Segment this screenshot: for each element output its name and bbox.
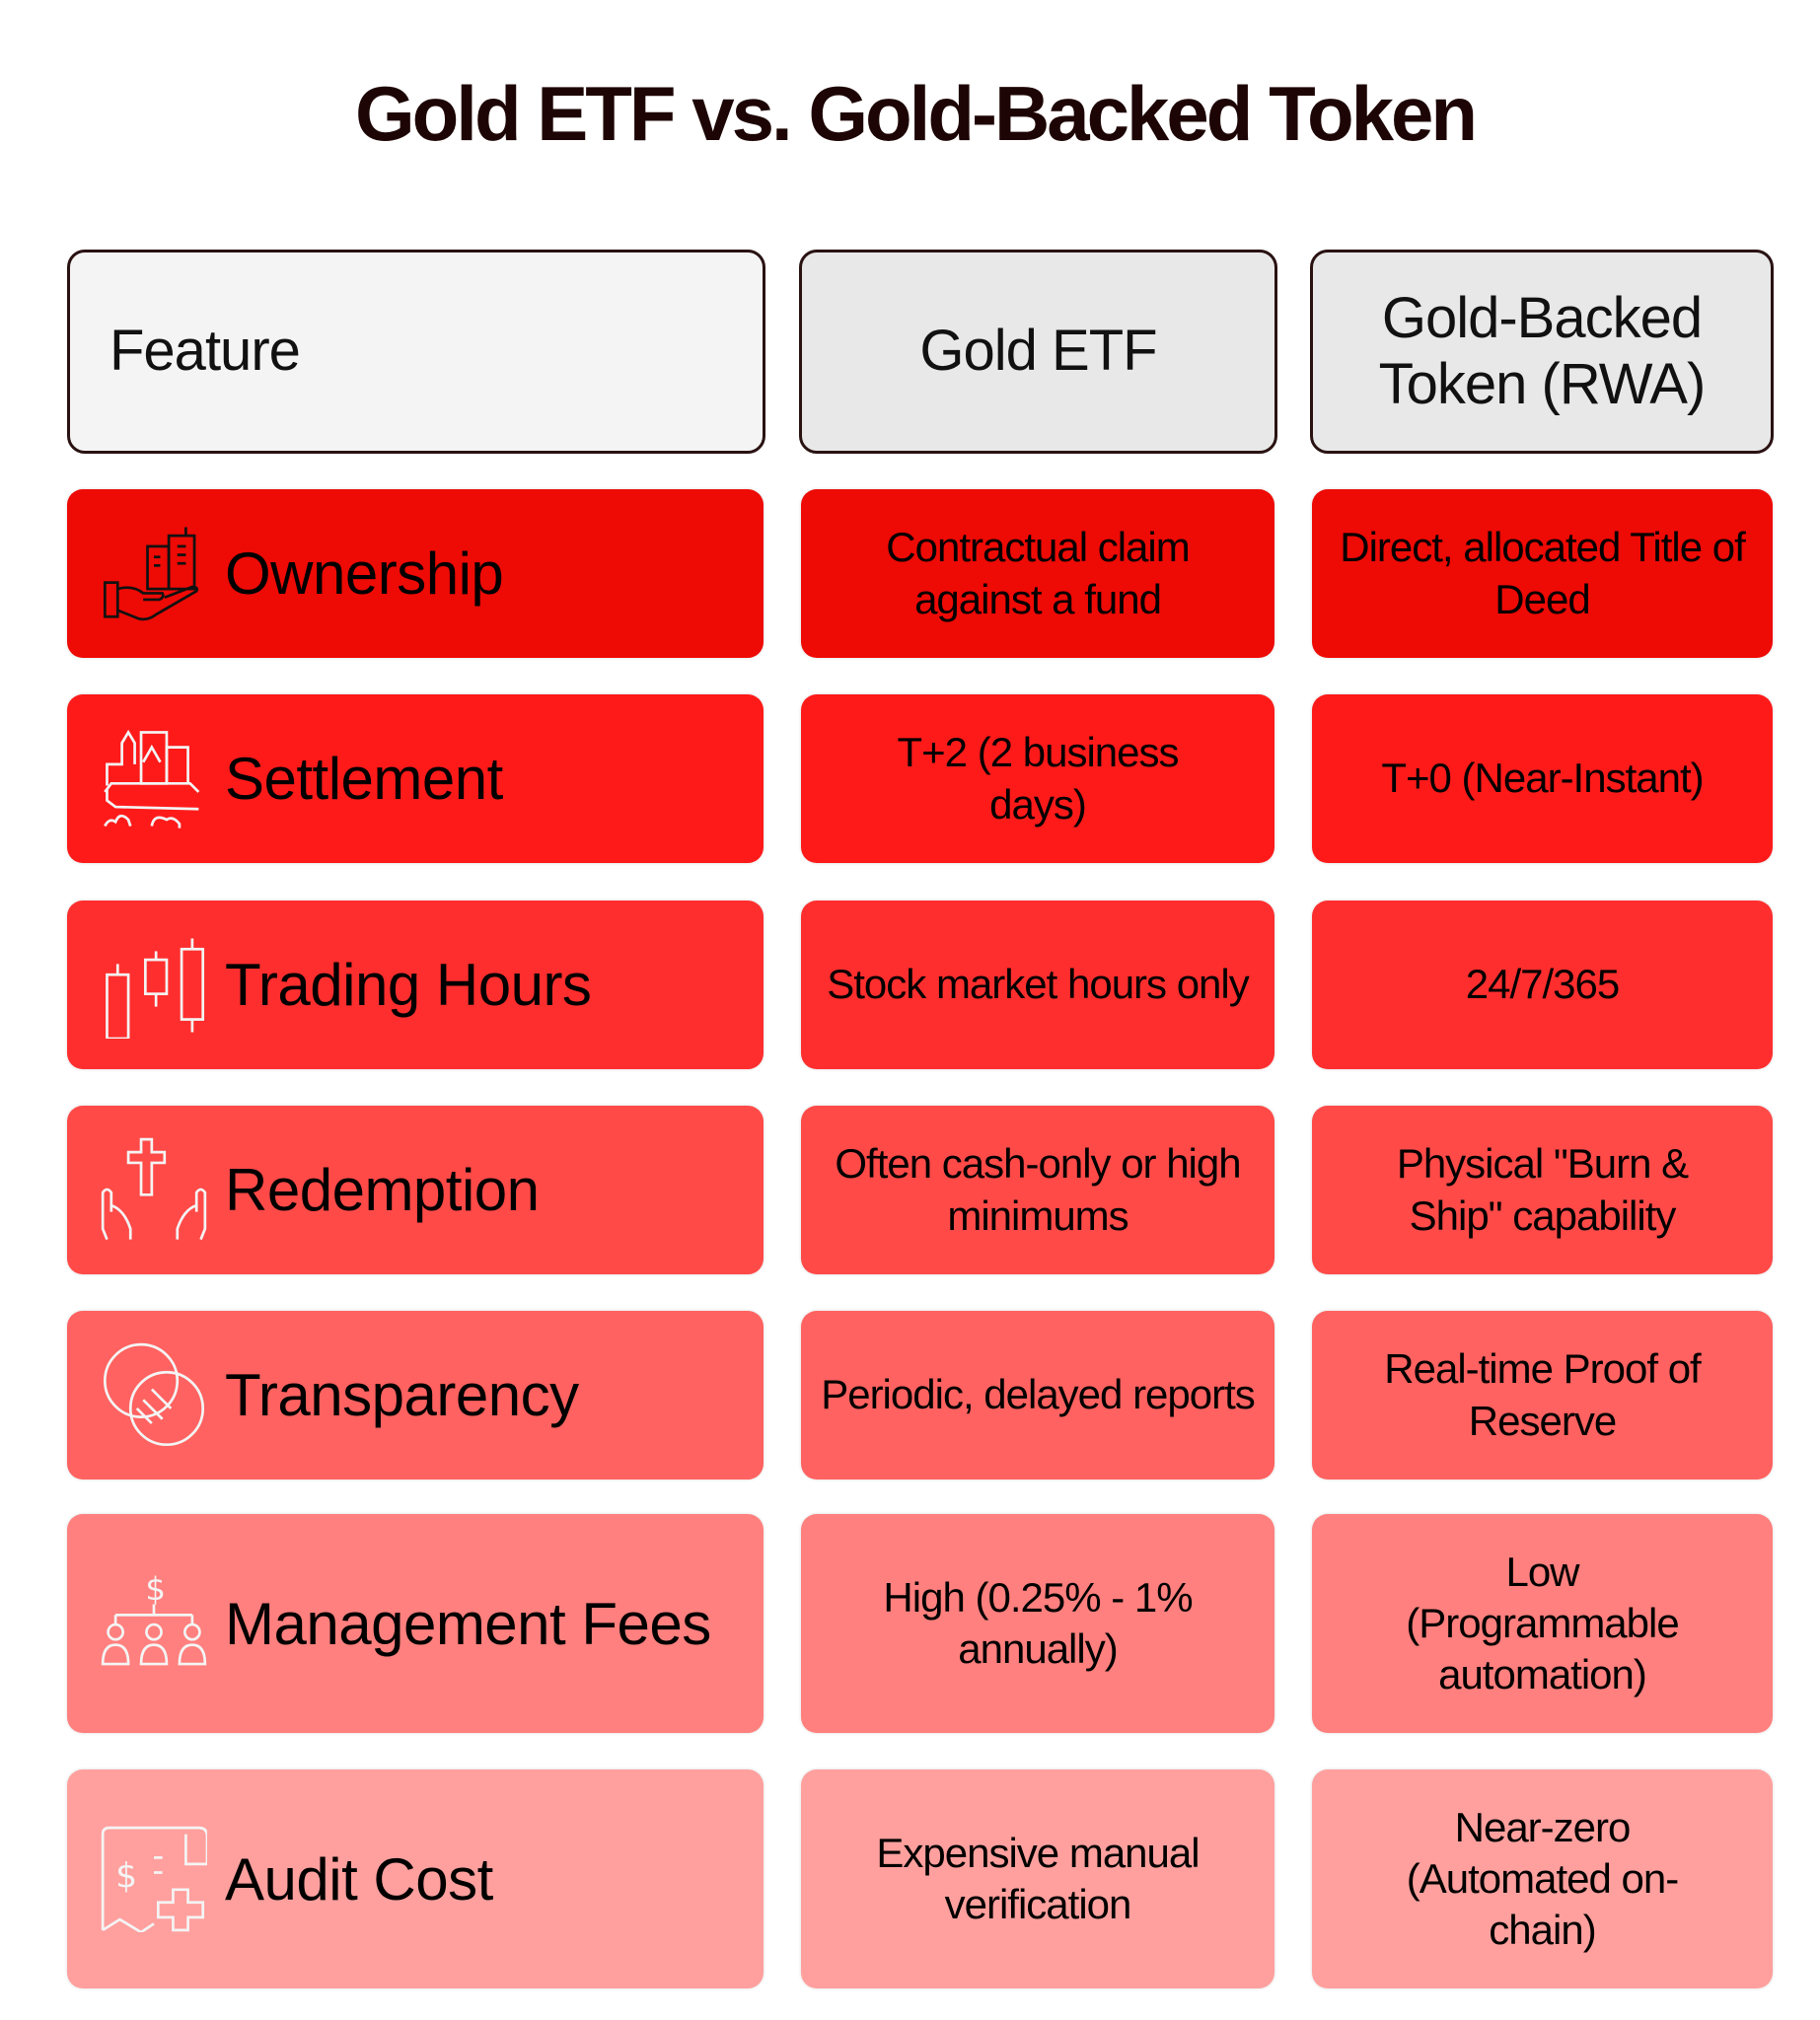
feature-label: Ownership [225, 541, 504, 607]
feature-label: Management Fees [225, 1590, 711, 1657]
token-cell: Direct, allocated Title of Deed [1312, 489, 1773, 658]
table-row-audit-cost: $ Audit Cost Expensive manual verificati… [0, 1769, 1820, 1988]
receipt-plus-icon: $ [101, 1826, 209, 1934]
token-cell: Near-zero (Automated on-chain) [1312, 1769, 1773, 1988]
feature-cell: $ Management Fees [67, 1514, 764, 1733]
feature-cell: Settlement [67, 694, 764, 863]
token-value: 24/7/365 [1465, 961, 1620, 1008]
gold-etf-value: Contractual claim against a fund [886, 524, 1190, 622]
feature-label: Redemption [225, 1157, 540, 1223]
svg-text:$: $ [115, 1857, 137, 1897]
feature-cell: Trading Hours [67, 901, 764, 1069]
overlapping-circles-icon [101, 1342, 207, 1449]
gold-etf-cell: Expensive manual verification [801, 1769, 1274, 1988]
gold-etf-value: High (0.25% - 1% annually) [883, 1573, 1193, 1672]
header-gold-backed-token: Gold-Backed Token (RWA) [1310, 250, 1774, 454]
gold-etf-cell: Stock market hours only [801, 901, 1274, 1069]
header-gold-etf: Gold ETF [799, 250, 1277, 454]
gold-etf-value: Periodic, delayed reports [821, 1371, 1256, 1418]
header-feature-label: Feature [109, 319, 301, 384]
token-cell: Real-time Proof of Reserve [1312, 1311, 1773, 1479]
table-row-redemption: Redemption Often cash-only or high minim… [0, 1106, 1820, 1274]
gold-etf-value: Expensive manual verification [876, 1829, 1200, 1927]
table-row-trading-hours: Trading Hours Stock market hours only 24… [0, 901, 1820, 1069]
feature-label: Transparency [225, 1362, 579, 1428]
table-row-transparency: Transparency Periodic, delayed reports R… [0, 1311, 1820, 1479]
header-gold-etf-label: Gold ETF [919, 319, 1157, 384]
gold-etf-value: Stock market hours only [827, 961, 1250, 1008]
token-cell: Physical "Burn & Ship" capability [1312, 1106, 1773, 1274]
token-cell: Low (Programmable automation) [1312, 1514, 1773, 1733]
token-cell: T+0 (Near-Instant) [1312, 694, 1773, 863]
feature-cell: Redemption [67, 1106, 764, 1274]
svg-text:$: $ [145, 1570, 166, 1608]
token-cell: 24/7/365 [1312, 901, 1773, 1069]
header-feature: Feature [67, 250, 765, 454]
token-value: Low (Programmable automation) [1406, 1548, 1679, 1698]
gold-etf-cell: Often cash-only or high minimums [801, 1106, 1274, 1274]
feature-label: Trading Hours [225, 952, 592, 1018]
city-settlement-icon [101, 726, 207, 832]
table-row-management-fees: $ Management Fees High (0.25% - 1% annua… [0, 1514, 1820, 1733]
gold-etf-value: Often cash-only or high minimums [835, 1140, 1241, 1239]
feature-cell: Transparency [67, 1311, 764, 1479]
feature-cell: $ Audit Cost [67, 1769, 764, 1988]
token-value: Direct, allocated Title of Deed [1340, 524, 1746, 622]
hand-holding-buildings-icon [101, 521, 207, 627]
gold-etf-cell: High (0.25% - 1% annually) [801, 1514, 1274, 1733]
feature-label: Settlement [225, 746, 503, 812]
feature-label: Audit Cost [225, 1845, 493, 1912]
gold-etf-cell: T+2 (2 business days) [801, 694, 1274, 863]
gold-etf-value: T+2 (2 business days) [897, 729, 1180, 828]
header-token-label: Gold-Backed Token (RWA) [1378, 285, 1707, 416]
token-value: T+0 (Near-Instant) [1381, 755, 1704, 802]
table-row-ownership: Ownership Contractual claim against a fu… [0, 489, 1820, 658]
gold-etf-cell: Periodic, delayed reports [801, 1311, 1274, 1479]
candlestick-chart-icon [101, 932, 207, 1047]
hands-cross-icon [101, 1137, 207, 1244]
table-row-settlement: Settlement T+2 (2 business days) T+0 (Ne… [0, 694, 1820, 863]
dollar-people-hierarchy-icon: $ [101, 1570, 207, 1677]
token-value: Physical "Burn & Ship" capability [1396, 1140, 1689, 1239]
token-value: Near-zero (Automated on-chain) [1406, 1803, 1680, 1954]
feature-cell: Ownership [67, 489, 764, 658]
gold-etf-cell: Contractual claim against a fund [801, 489, 1274, 658]
page-title: Gold ETF vs. Gold-Backed Token [354, 70, 1478, 157]
token-value: Real-time Proof of Reserve [1384, 1345, 1701, 1444]
